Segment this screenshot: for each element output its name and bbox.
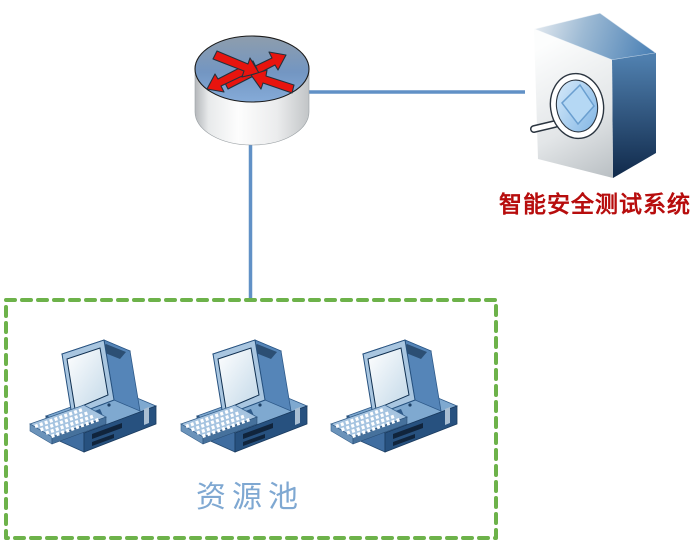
lens-square-icon — [561, 83, 595, 126]
crossed-arrows-icon — [206, 50, 295, 94]
security-system-label: 智能安全测试系统 — [499, 192, 691, 217]
computer-icon — [28, 338, 158, 454]
resource-pool-label: 资源池 — [196, 481, 304, 514]
security-system-icon — [530, 12, 658, 178]
computer-icon — [329, 338, 459, 454]
computer-icon — [179, 338, 309, 454]
box-right-face — [612, 53, 656, 178]
resource-pool-border — [4, 298, 498, 540]
magnifier-icon — [530, 72, 605, 140]
router-icon — [194, 35, 310, 146]
